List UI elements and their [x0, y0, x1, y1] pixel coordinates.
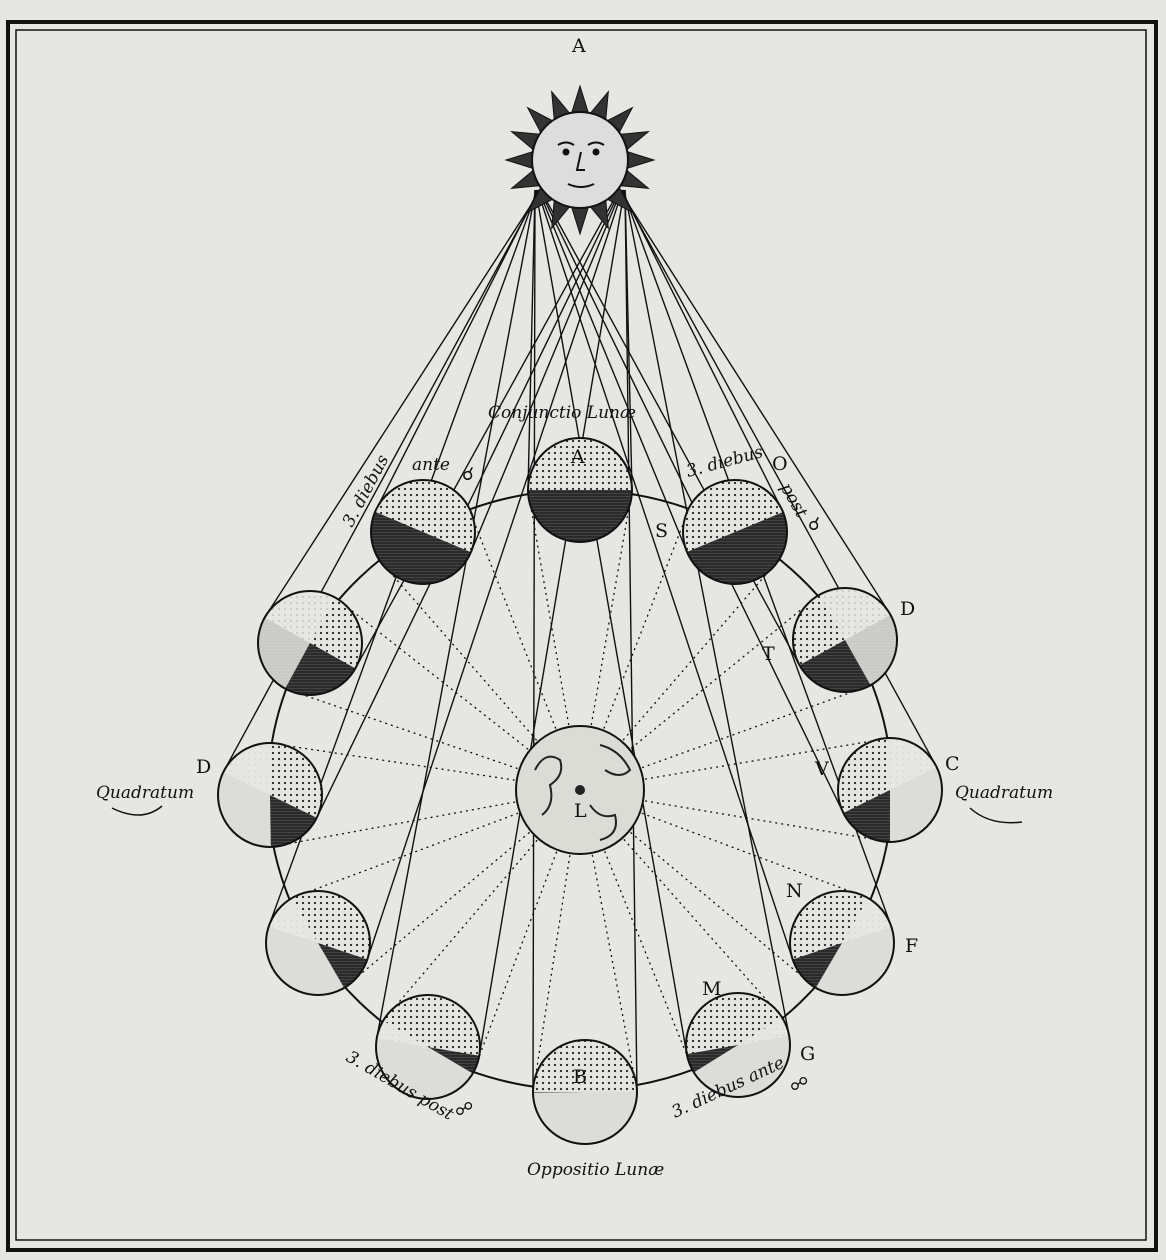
quadrature-left-swash — [111, 805, 163, 816]
sun-ray — [537, 189, 688, 553]
moon — [792, 587, 898, 693]
sun — [504, 84, 656, 236]
moon-outline — [217, 742, 323, 848]
label-ante-conj: ante — [412, 455, 450, 475]
moon-outline — [837, 737, 943, 843]
moon-outline — [257, 590, 363, 696]
moon-outline — [685, 992, 791, 1098]
moon-outline — [527, 437, 633, 543]
label-quadrature-right: Quadratum — [955, 783, 1053, 803]
label-b: B — [573, 1066, 587, 1088]
sight-line — [579, 789, 783, 1019]
moon-outline — [682, 479, 788, 585]
sight-line — [334, 596, 581, 791]
moon — [370, 479, 476, 585]
sun-ray — [536, 189, 794, 960]
sight-line — [579, 737, 891, 791]
sun-rays — [222, 189, 938, 1093]
label-conjunction: Conjunctio Lunæ — [488, 403, 636, 423]
moon — [685, 992, 791, 1098]
moon-lit-half — [528, 438, 632, 490]
sun-ray — [264, 189, 542, 619]
label-c: C — [945, 753, 960, 775]
moon-body — [838, 738, 942, 842]
label-f: F — [905, 935, 918, 957]
label-m: M — [702, 978, 721, 1000]
label-sun: A — [571, 35, 586, 57]
sun-ray — [618, 189, 892, 616]
sun-ray — [620, 189, 784, 513]
sight-line — [269, 742, 581, 791]
moon — [682, 479, 788, 585]
moon-outline — [789, 890, 895, 996]
label-quadrature-left: Quadratum — [96, 783, 194, 803]
moon — [789, 890, 895, 996]
sun-ray — [374, 189, 540, 513]
sun-ray — [532, 189, 536, 1093]
sun-spike — [504, 150, 536, 170]
label-d-right: D — [900, 598, 915, 620]
moon — [265, 890, 371, 996]
label-o: O — [772, 453, 788, 475]
inner-frame — [15, 29, 1147, 1241]
conjunction-symbol: ☌ — [462, 464, 474, 485]
sight-line — [284, 688, 581, 791]
conjunction-symbol-2: ☌ — [808, 514, 820, 535]
moon — [532, 1039, 638, 1145]
moon-outline — [792, 587, 898, 693]
eye-icon — [575, 785, 585, 795]
opposition-symbol-2: ☍ — [790, 1074, 808, 1095]
label-g: G — [800, 1043, 815, 1065]
moon-outline — [265, 890, 371, 996]
sun-ray — [354, 189, 620, 669]
moon-far-side — [890, 738, 942, 842]
sun-spike — [570, 204, 590, 236]
sun-spike — [624, 150, 656, 170]
sight-line — [527, 489, 581, 791]
sight-line — [579, 789, 891, 843]
label-s: S — [655, 520, 668, 542]
label-t: T — [762, 643, 775, 665]
label-d-left: D — [196, 756, 211, 778]
sight-line — [472, 789, 581, 1074]
sight-line — [579, 489, 633, 791]
sight-line — [382, 789, 581, 1021]
moon — [837, 737, 943, 843]
label-moon-a: A — [570, 446, 585, 468]
sight-line — [579, 789, 695, 1073]
sun-spike — [570, 84, 590, 116]
moon — [217, 742, 323, 848]
sun-ray — [376, 189, 537, 1039]
sun-ray — [535, 189, 688, 1055]
opposition-symbol: ☍ — [455, 1099, 473, 1120]
moons — [217, 437, 943, 1145]
sun-ray — [624, 189, 638, 1092]
sight-line — [270, 789, 581, 848]
sight-lines — [269, 489, 891, 1093]
sun-ray — [316, 189, 622, 819]
label-n: N — [786, 880, 803, 902]
label-v: V — [814, 758, 829, 780]
moon-body — [528, 438, 632, 542]
moon-body — [371, 480, 475, 584]
sun-face — [557, 141, 605, 188]
quadrature-right-swash — [969, 807, 1023, 824]
earth — [515, 725, 645, 855]
moon — [527, 437, 633, 543]
sun-ray — [623, 189, 790, 1036]
outer-frame — [6, 20, 1158, 1252]
sun-ray — [538, 189, 844, 814]
sun-ray — [470, 189, 623, 553]
label-opposition: Oppositio Lunæ — [527, 1160, 664, 1180]
moon-outline — [370, 479, 476, 585]
moon-outline — [532, 1039, 638, 1145]
label-3-days-after-conj: 3. diebus — [684, 442, 765, 482]
moon-outline — [375, 994, 481, 1100]
moon — [257, 590, 363, 696]
label-earth-l: L — [574, 800, 587, 822]
sun-ray — [478, 189, 626, 1056]
sun-ray — [527, 189, 536, 491]
